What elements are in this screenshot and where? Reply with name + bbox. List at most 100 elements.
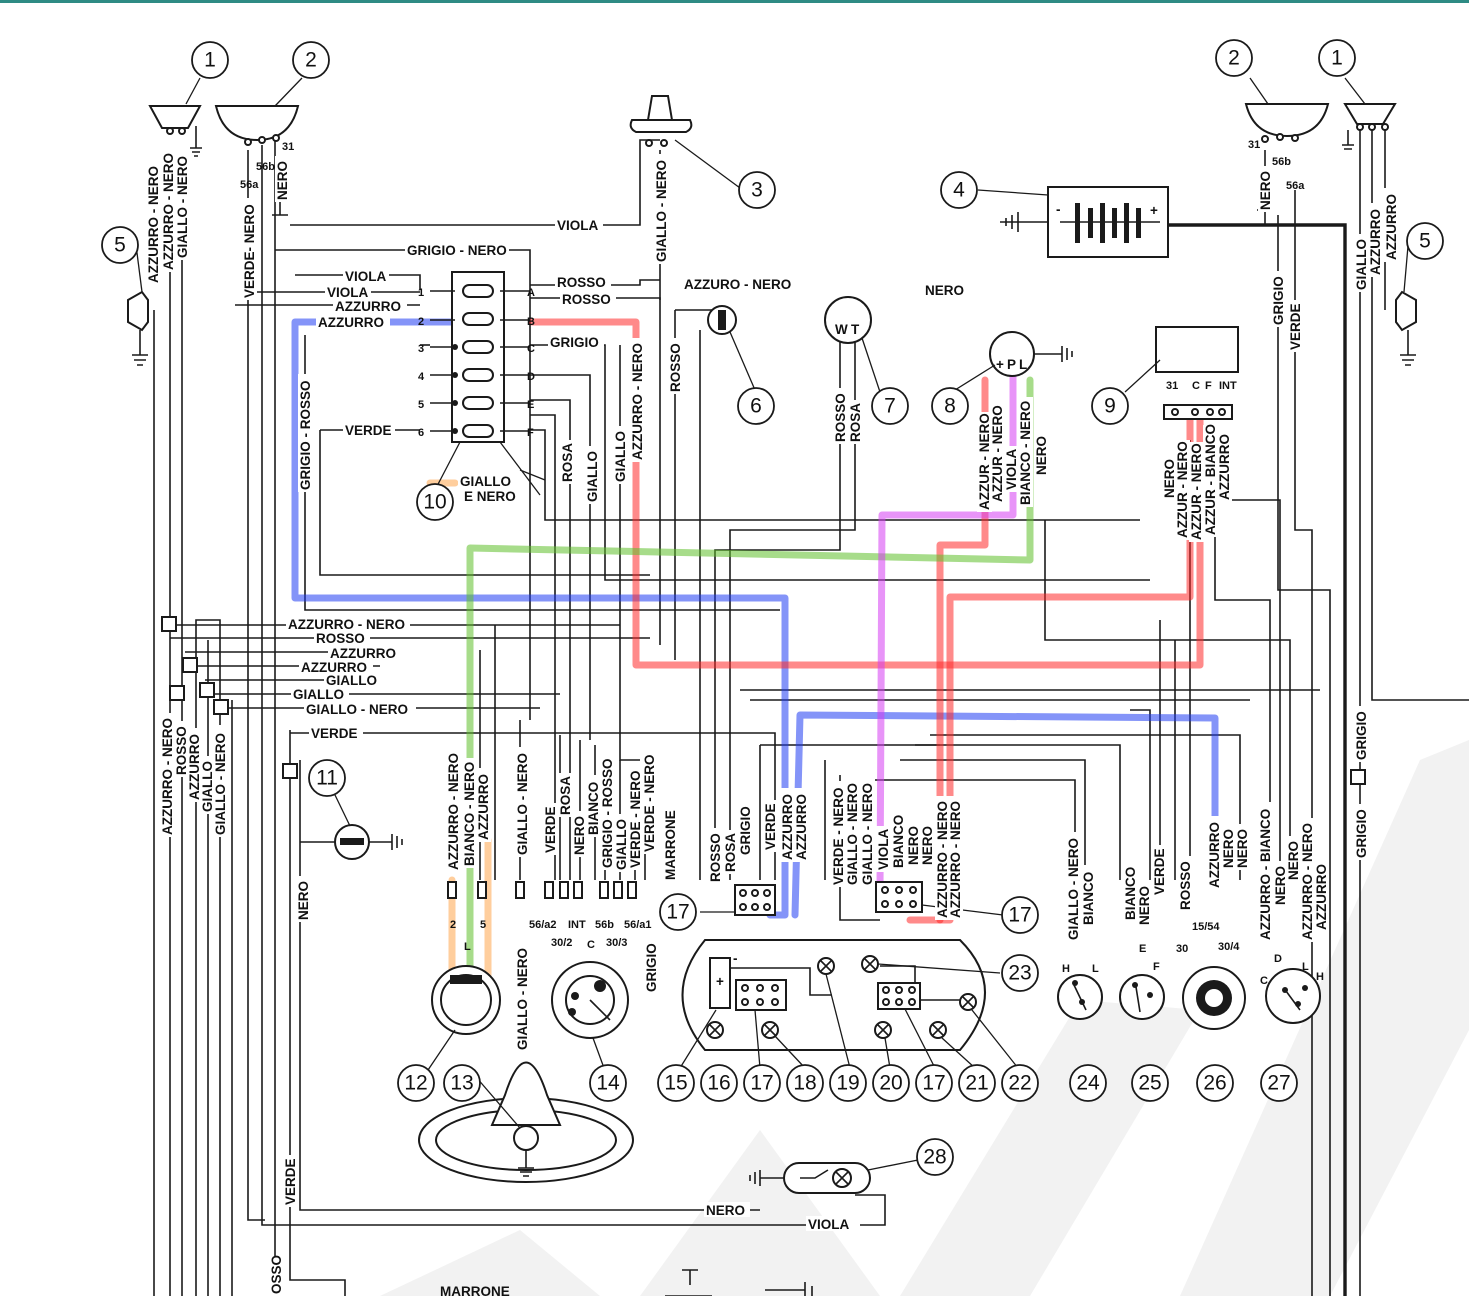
svg-text:AZZURRO - NERO: AZZURRO - NERO [630, 343, 645, 460]
svg-text:15/54: 15/54 [1192, 921, 1220, 933]
svg-text:AZZURRO - NERO: AZZURRO - NERO [161, 153, 176, 270]
svg-text:NERO: NERO [925, 283, 964, 298]
temp-sender-7: W T [824, 296, 872, 344]
courtesy-lamp-3 [629, 95, 693, 147]
connector-17-right [875, 881, 923, 913]
svg-text:3: 3 [751, 179, 763, 202]
svg-text:30/2: 30/2 [551, 937, 572, 949]
svg-text:27: 27 [1267, 1072, 1290, 1095]
svg-text:AZZURRO - NERO: AZZURRO - NERO [948, 801, 963, 918]
svg-text:AZZURRO: AZZURRO [1314, 864, 1329, 930]
svg-text:GIALLO - NERO: GIALLO - NERO [306, 702, 408, 717]
svg-text:1: 1 [204, 49, 216, 72]
svg-text:AZZURRO: AZZURRO [1217, 434, 1232, 500]
svg-text:2: 2 [1228, 47, 1240, 70]
svg-text:23: 23 [1008, 962, 1031, 985]
svg-text:L: L [464, 941, 471, 953]
svg-text:VIOLA: VIOLA [876, 828, 891, 870]
callouts: 1 2 3 4 2 1 5 5 6 7 8 9 10 11 12 13 14 1… [101, 39, 1444, 1176]
svg-text:24: 24 [1076, 1072, 1100, 1095]
sensor-left-5 [127, 290, 149, 366]
svg-text:31: 31 [1248, 139, 1260, 151]
svg-text:F: F [1153, 961, 1160, 973]
inline-connectors [447, 881, 637, 899]
svg-text:H: H [1062, 963, 1070, 975]
callout-8: 8 [931, 387, 969, 425]
svg-text:VERDE- NERO: VERDE- NERO [242, 204, 257, 298]
svg-text:VIOLA: VIOLA [1004, 448, 1019, 490]
svg-text:AZZURRO: AZZURRO [301, 660, 367, 675]
svg-text:3: 3 [418, 343, 424, 355]
svg-text:NERO: NERO [1286, 841, 1301, 880]
callout-4: 4 [940, 171, 978, 209]
svg-text:6: 6 [418, 427, 424, 439]
wire-harness [153, 120, 1469, 1296]
battery-minus: - [1056, 202, 1061, 217]
svg-text:MARRONE: MARRONE [663, 810, 678, 880]
svg-text:ROSSO: ROSSO [316, 631, 365, 646]
svg-text:E NERO: E NERO [464, 489, 516, 504]
watermark [380, 740, 1469, 1296]
battery-plus: + [1150, 203, 1158, 218]
switch-6 [707, 305, 737, 335]
svg-text:GRIGIO: GRIGIO [1271, 276, 1286, 325]
cluster-plus: + [716, 974, 724, 989]
svg-text:GRIGIO - ROSSO: GRIGIO - ROSSO [298, 380, 313, 490]
svg-text:6: 6 [750, 395, 762, 418]
callout-5-right: 5 [1406, 222, 1444, 260]
svg-text:NERO: NERO [1137, 886, 1152, 925]
gauge-11 [300, 824, 403, 860]
svg-text:30/4: 30/4 [1218, 941, 1240, 953]
svg-text:GIALLO: GIALLO [460, 474, 511, 489]
svg-text:NERO: NERO [1235, 829, 1250, 868]
callout-2-left: 2 [292, 41, 330, 79]
svg-text:H: H [1316, 971, 1324, 983]
svg-text:NERO: NERO [1034, 436, 1049, 475]
sensor-right-5 [1395, 290, 1417, 366]
svg-text:NERO: NERO [920, 826, 935, 865]
svg-text:NERO: NERO [1258, 171, 1273, 210]
svg-text:GIALLO: GIALLO [613, 431, 628, 482]
svg-text:ROSSO: ROSSO [557, 275, 606, 290]
svg-text:AZZUR - NERO: AZZUR - NERO [977, 413, 992, 510]
svg-text:GRIGIO: GRIGIO [644, 943, 659, 992]
svg-text:56b: 56b [595, 919, 614, 931]
svg-text:GRIGIO: GRIGIO [550, 335, 599, 350]
svg-text:17: 17 [666, 901, 689, 924]
svg-text:GIALLO - NERO: GIALLO - NERO [175, 156, 190, 258]
svg-text:AZZURRO: AZZURRO [187, 734, 202, 800]
svg-text:25: 25 [1138, 1072, 1161, 1095]
callout-1-left: 1 [191, 41, 229, 79]
callout-27: 27 [1260, 1064, 1298, 1102]
switch-terminal-labels: 1 2 3 4 5 6 A B C D E F 56a 56b 31 31 56… [240, 139, 1324, 987]
headlamp-left-2 [214, 105, 300, 216]
svg-text:AZZURRO: AZZURRO [335, 299, 401, 314]
svg-text:17: 17 [750, 1072, 773, 1095]
svg-text:AZZURO - NERO: AZZURO - NERO [684, 277, 791, 292]
callout-11: 11 [308, 759, 346, 797]
svg-text:VIOLA: VIOLA [557, 218, 599, 233]
svg-text:BIANCO: BIANCO [586, 782, 601, 835]
horizontal-wire-labels: VIOLA GRIGIO - NERO VIOLA VIOLA AZZURRO … [286, 217, 969, 1296]
steering-wheel-13 [418, 1061, 634, 1183]
svg-text:AZZURRO: AZZURRO [330, 646, 396, 661]
svg-text:E: E [1139, 943, 1146, 955]
svg-text:AZZUR - NERO: AZZUR - NERO [1189, 443, 1204, 540]
junctions [161, 616, 1366, 785]
svg-text:VIOLA: VIOLA [808, 1217, 850, 1232]
svg-text:AZZURRO: AZZURRO [1368, 209, 1383, 275]
lamp-switch-28 [749, 1162, 871, 1194]
svg-text:GIALLO - NERO: GIALLO - NERO [1066, 838, 1081, 940]
callout-12: 12 [397, 1064, 435, 1102]
svg-text:GIALLO - NERO: GIALLO - NERO [654, 160, 669, 262]
callout-26: 26 [1196, 1064, 1234, 1102]
svg-text:AZZUR - NERO: AZZUR - NERO [990, 405, 1005, 502]
instrument-cluster: - + [681, 939, 986, 1051]
oil-sensor-8: + P L [989, 331, 1073, 377]
svg-text:VERDE - NERO: VERDE - NERO [831, 787, 846, 885]
svg-text:BIANCO: BIANCO [1123, 867, 1138, 920]
svg-text:12: 12 [404, 1072, 427, 1095]
callout-2-right: 2 [1215, 39, 1253, 77]
svg-text:1: 1 [418, 287, 424, 299]
svg-text:MARRONE: MARRONE [440, 1284, 510, 1296]
